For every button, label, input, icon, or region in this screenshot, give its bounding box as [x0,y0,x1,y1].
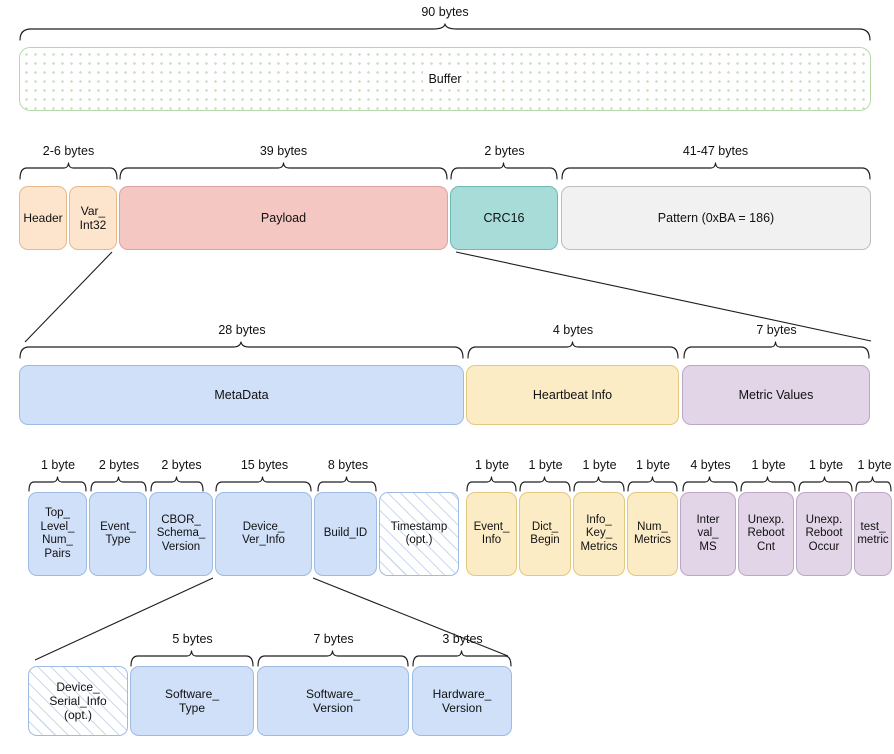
size-label-buffer: 90 bytes [421,5,469,19]
size-label-event-type: 2 bytes [98,458,140,472]
size-label-build-id: 8 bytes [327,458,369,472]
size-label-pattern: 41-47 bytes [682,144,749,158]
brace-metadata [19,341,464,359]
field-unexp-reboot-cnt: Unexp. Reboot Cnt [738,492,794,576]
size-label-software-type: 5 bytes [172,632,213,646]
size-label-test-metric: 1 byte [857,458,892,472]
field-metric-values: Metric Values [682,365,870,425]
field-hardware-version: Hardware_ Version [412,666,512,736]
brace-info-key-metrics [573,476,625,492]
size-label-crc16: 2 bytes [484,144,525,158]
field-heartbeat-info: Heartbeat Info [466,365,679,425]
size-label-num-metrics: 1 byte [635,458,671,472]
field-timestamp: Timestamp (opt.) [379,492,459,576]
brace-event-info [466,476,517,492]
brace-buffer [19,23,871,41]
size-label-info-key-metrics: 1 byte [582,458,617,472]
field-software-version: Software_ Version [257,666,409,736]
field-metadata: MetaData [19,365,464,425]
size-label-event-info: 1 byte [474,458,510,472]
brace-pattern [561,162,871,180]
brace-build-id [317,476,377,492]
field-header: Header [19,186,67,250]
brace-unexp-reboot-occur [798,476,853,492]
size-label-metric-values: 7 bytes [756,323,797,337]
brace-test-metric [855,476,892,492]
brace-header [19,162,118,180]
size-label-cbor-schema-version: 2 bytes [161,458,202,472]
size-label-payload: 39 bytes [259,144,308,158]
brace-hardware-version [412,650,512,667]
field-crc16: CRC16 [450,186,558,250]
field-num-metrics: Num_ Metrics [627,492,678,576]
size-label-heartbeat: 4 bytes [552,323,594,337]
field-dict-begin: Dict_ Begin [519,492,571,576]
size-label-metadata: 28 bytes [218,323,266,337]
field-unexp-reboot-occur: Unexp. Reboot Occur [796,492,852,576]
field-cbor-schema-version: CBOR_ Schema_ Version [149,492,213,576]
brace-crc16 [450,162,558,180]
brace-top-level-num-pairs [28,476,87,492]
field-pattern: Pattern (0xBA = 186) [561,186,871,250]
field-test-metric: test_ metric [854,492,892,576]
field-build-id: Build_ID [314,492,377,576]
size-label-header: 2-6 bytes [42,144,95,158]
field-top-level-num-pairs: Top_ Level_ Num_ Pairs [28,492,87,576]
field-event-type: Event_ Type [89,492,147,576]
field-software-type: Software_ Type [130,666,254,736]
brace-num-metrics [627,476,678,492]
brace-software-version [257,650,409,667]
size-label-software-version: 7 bytes [313,632,354,646]
field-payload: Payload [119,186,448,250]
field-buffer-label: Buffer [423,70,467,88]
brace-payload [119,162,448,180]
brace-interval-ms [682,476,738,492]
field-event-info: Event_ Info [466,492,517,576]
brace-metric-values [683,341,870,359]
size-label-interval-ms: 4 bytes [690,458,731,472]
brace-dict-begin [519,476,571,492]
size-label-unexp-reboot-occur: 1 byte [808,458,844,472]
size-label-hardware-version: 3 bytes [442,632,483,646]
size-label-top-level-num-pairs: 1 byte [40,458,76,472]
field-device-ver-info: Device_ Ver_Info [215,492,312,576]
size-label-device-ver-info: 15 bytes [240,458,289,472]
brace-event-type [90,476,147,492]
brace-heartbeat [467,341,679,359]
size-label-unexp-reboot-cnt: 1 byte [751,458,786,472]
brace-device-ver-info [215,476,312,492]
brace-software-type [130,650,254,667]
field-buffer: Buffer [19,47,871,111]
brace-unexp-reboot-cnt [740,476,796,492]
field-interval-ms: Inter val_ MS [680,492,736,576]
field-device-serial-info: Device_ Serial_Info (opt.) [28,666,128,736]
field-info-key-metrics: Info_ Key_ Metrics [573,492,625,576]
size-label-dict-begin: 1 byte [528,458,563,472]
field-var-int32: Var_ Int32 [69,186,117,250]
brace-cbor-schema-version [150,476,204,492]
